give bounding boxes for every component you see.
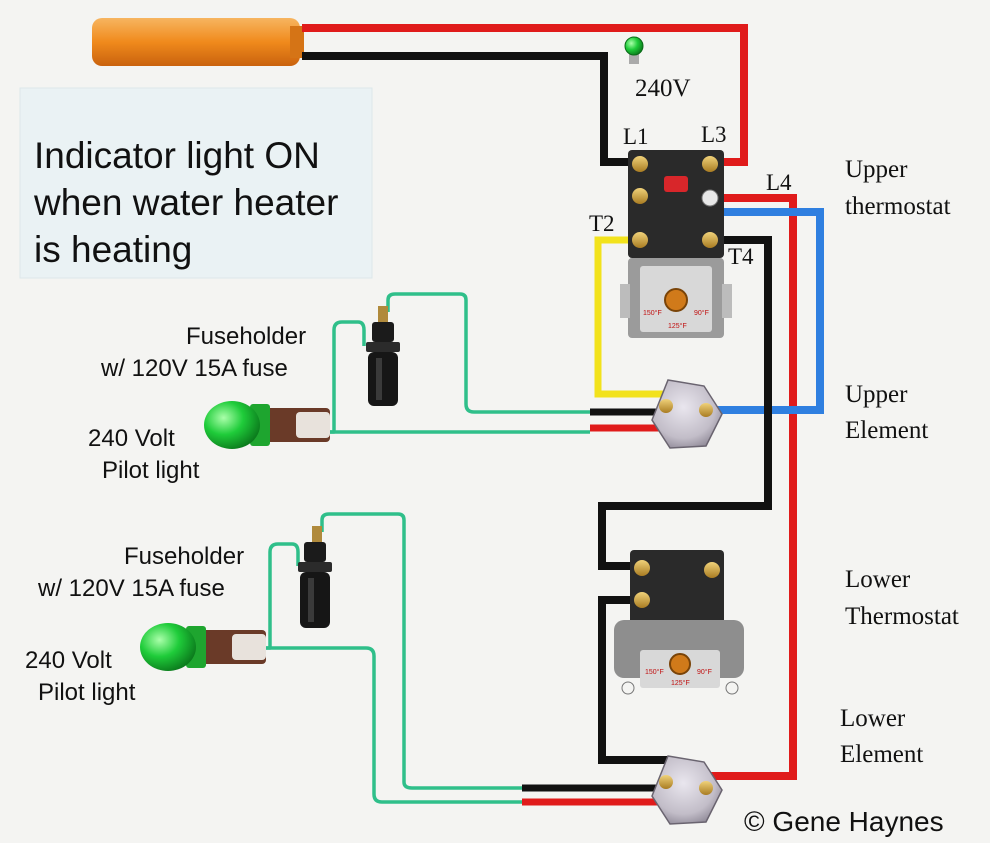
lower-green-wire-pilot-element [264,646,522,804]
supply-cable [92,18,304,66]
lower-element-label-2: Element [840,741,923,768]
terminal-t4-label: T4 [728,244,754,269]
lower-dial-low: 150°F [645,668,664,676]
lower-pilot-label-2: Pilot light [38,679,136,706]
upper-fuseholder-label-1: Fuseholder [186,323,306,350]
lower-thermostat-terminal-screws [634,560,720,608]
note-line-2: when water heater [33,182,338,223]
lower-fuseholder-label-1: Fuseholder [124,543,244,570]
lower-thermostat-label-2: Thermostat [845,603,959,630]
supply-black-wire [302,52,640,166]
upper-thermostat-label-2: thermostat [845,193,951,220]
upper-pilot-label-1: 240 Volt [88,425,175,452]
upper-fuseholder-label-2: w/ 120V 15A fuse [100,355,288,382]
lower-element-label-1: Lower [840,705,906,732]
supply-voltage-label: 240V [635,75,691,102]
terminal-l3-label: L3 [701,122,727,147]
lower-pilot-light [140,623,266,671]
red-wire-l4-lower-element [700,194,797,780]
lower-fuseholder [298,526,332,628]
lower-thermostat: 150°F 90°F 125°F [614,550,744,695]
lower-green-wire-pilot-fuse [264,542,300,650]
copyright: © Gene Haynes [744,806,944,837]
lower-fuseholder-label-2: w/ 120V 15A fuse [37,575,225,602]
upper-dial-low: 150°F [643,309,662,317]
terminal-l4-label: L4 [766,170,792,195]
upper-element [651,379,723,449]
upper-thermostat: 150°F 90°F 125°F [620,150,732,338]
upper-green-wire-pilot-fuse [326,320,366,434]
yellow-wire-t2 [594,236,670,398]
blue-wire-upper [700,208,824,414]
upper-thermostat-terminal-screws [632,156,719,248]
upper-thermostat-label-1: Upper [845,156,908,183]
lower-dial-mid: 125°F [671,679,690,687]
upper-pilot-label-2: Pilot light [102,457,200,484]
black-wire-lower-element [598,596,670,764]
lower-element [651,755,723,825]
note-line-1: Indicator light ON [34,135,320,176]
upper-element-label-2: Element [845,417,928,444]
upper-pilot-light [204,401,330,449]
black-wire-t4-lower [598,236,772,570]
upper-fuseholder [366,306,400,406]
lower-dial-high: 90°F [697,668,712,676]
note-line-3: is heating [34,229,192,270]
note-box [19,87,373,279]
lower-thermostat-label-1: Lower [845,566,911,593]
supply-pilot-lamp [624,36,644,64]
terminal-l1-label: L1 [623,124,649,149]
terminal-t2-label: T2 [589,211,615,236]
lower-pilot-label-1: 240 Volt [25,647,112,674]
upper-dial-mid: 125°F [668,322,687,330]
supply-red-wire [302,24,748,166]
upper-green-wire-fuse-top [386,292,590,414]
lower-green-wire-fuse-top [320,512,522,790]
upper-dial-high: 90°F [694,309,709,317]
upper-element-label-1: Upper [845,381,908,408]
